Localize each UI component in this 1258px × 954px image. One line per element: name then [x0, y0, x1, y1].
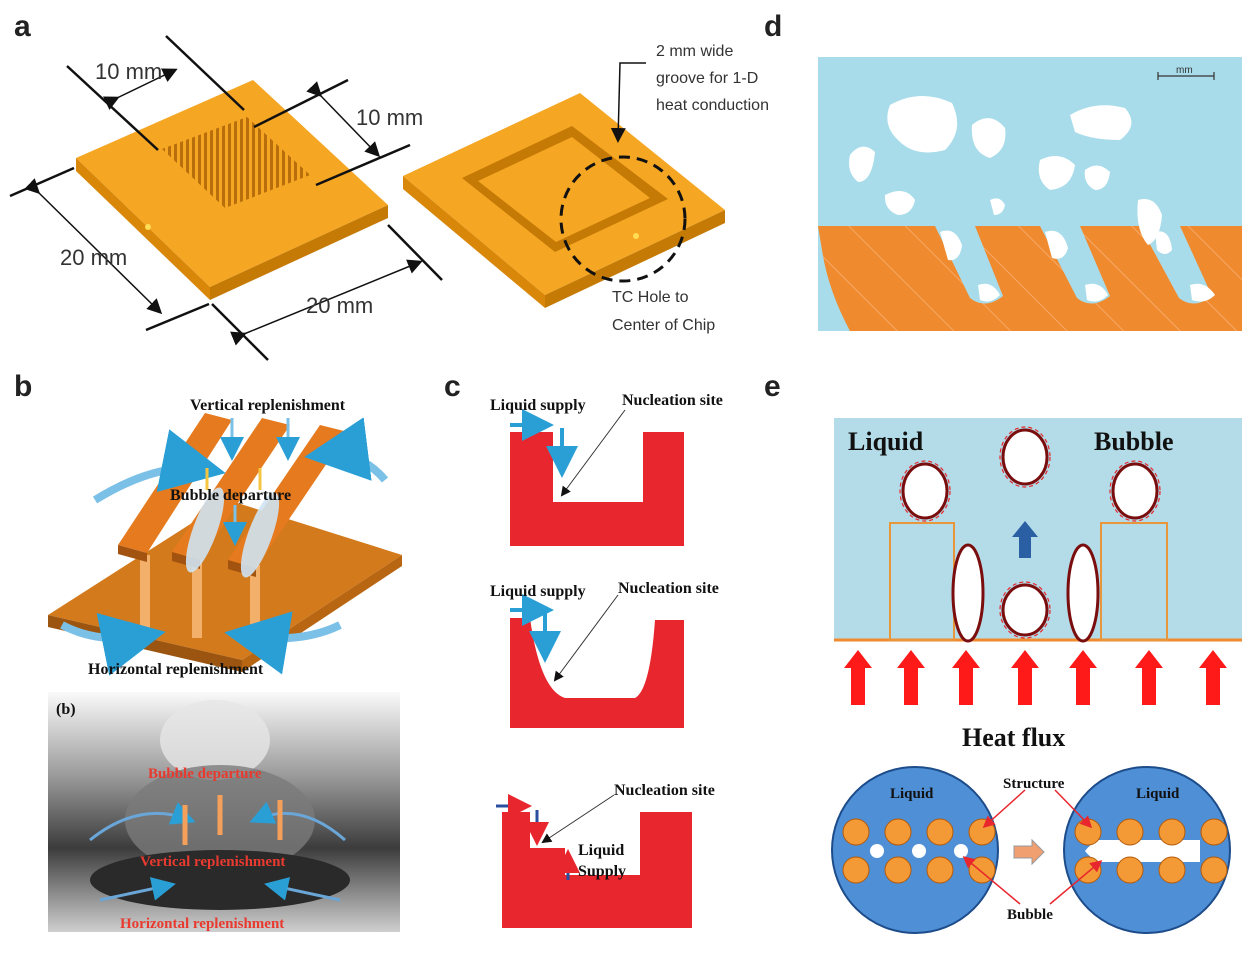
groove-annotation-2: groove for 1-D — [656, 70, 758, 87]
liquid-label: Liquid — [848, 427, 924, 456]
bubbles-e — [901, 428, 1159, 643]
scale-bar-label: mm — [1176, 65, 1193, 76]
fin-substrate — [818, 226, 1242, 331]
photo-horizontal-label: Horizontal replenishment — [120, 916, 284, 932]
panel-e-label: e — [764, 370, 781, 403]
photo-vertical-label: Vertical replenishment — [140, 854, 285, 870]
panel-d: d mm — [764, 10, 1242, 331]
panel-b: b — [14, 370, 402, 932]
microchannel-array — [162, 117, 310, 208]
structure-label: Structure — [1003, 776, 1065, 792]
vapor-bubbles — [849, 95, 1215, 302]
bubble-label: Bubble — [1094, 427, 1174, 456]
tc-annotation-1: TC Hole to — [612, 289, 689, 306]
c2-nucleation-label: Nucleation site — [618, 580, 719, 597]
photo-bubble-label: Bubble departure — [148, 766, 262, 782]
transition-arrow — [1013, 838, 1045, 866]
panel-e: e Liquid Bubble — [764, 370, 1242, 934]
cavity-stepped — [502, 812, 692, 928]
tc-hole-highlight — [559, 155, 687, 283]
horizontal-replenishment-label: Horizontal replenishment — [88, 661, 264, 678]
heat-flux-label: Heat flux — [962, 723, 1065, 752]
bubble-small-label: Bubble — [1007, 907, 1053, 923]
dim-top-label: 10 mm — [95, 59, 162, 84]
boiling-photo: (b) Bubble departure Vertical replenishm… — [48, 692, 400, 932]
c1-nucleation-label: Nucleation site — [622, 392, 723, 409]
replenishment-arrows — [60, 417, 389, 676]
c1-liquid-supply-label: Liquid supply — [490, 397, 586, 414]
panel-c: c Liquid supply Nucleation site Liquid s… — [444, 370, 723, 928]
chip-right — [403, 93, 725, 308]
support-pillars — [140, 555, 260, 643]
panel-a: a 10 mm 10 mm 20 mm — [9, 10, 769, 361]
heat-flux-arrows — [844, 650, 1227, 705]
c2-liquid-supply-label: Liquid supply — [490, 583, 586, 600]
panel-c-label: c — [444, 370, 461, 403]
cavity-rounded — [510, 618, 684, 728]
c3-nucleation-label: Nucleation site — [614, 782, 715, 799]
photo-tag: (b) — [56, 701, 76, 718]
dim-bottom-label: 20 mm — [306, 293, 373, 318]
panel-a-label: a — [14, 10, 31, 43]
rise-arrow — [1012, 521, 1038, 558]
panel-b-label: b — [14, 370, 32, 403]
cross-section-left: Liquid — [831, 766, 999, 934]
c3-supply-label: Supply — [578, 863, 626, 880]
cavity-rectangular — [510, 432, 684, 546]
dim-left-label: 20 mm — [60, 245, 127, 270]
cross-section-right: Liquid — [1063, 766, 1231, 934]
groove-annotation-3: heat conduction — [656, 97, 769, 114]
bubble-departure-label: Bubble departure — [170, 487, 291, 504]
panel-d-label: d — [764, 10, 782, 43]
dim-right-label: 10 mm — [356, 105, 423, 130]
circle-left-liquid-label: Liquid — [890, 786, 934, 802]
c3-liquid-label: Liquid — [578, 842, 624, 859]
tc-annotation-2: Center of Chip — [612, 317, 715, 334]
circle-right-liquid-label: Liquid — [1136, 786, 1180, 802]
groove-annotation-1: 2 mm wide — [656, 43, 733, 60]
vertical-replenishment-label: Vertical replenishment — [190, 397, 346, 414]
structure-right — [1100, 522, 1168, 641]
